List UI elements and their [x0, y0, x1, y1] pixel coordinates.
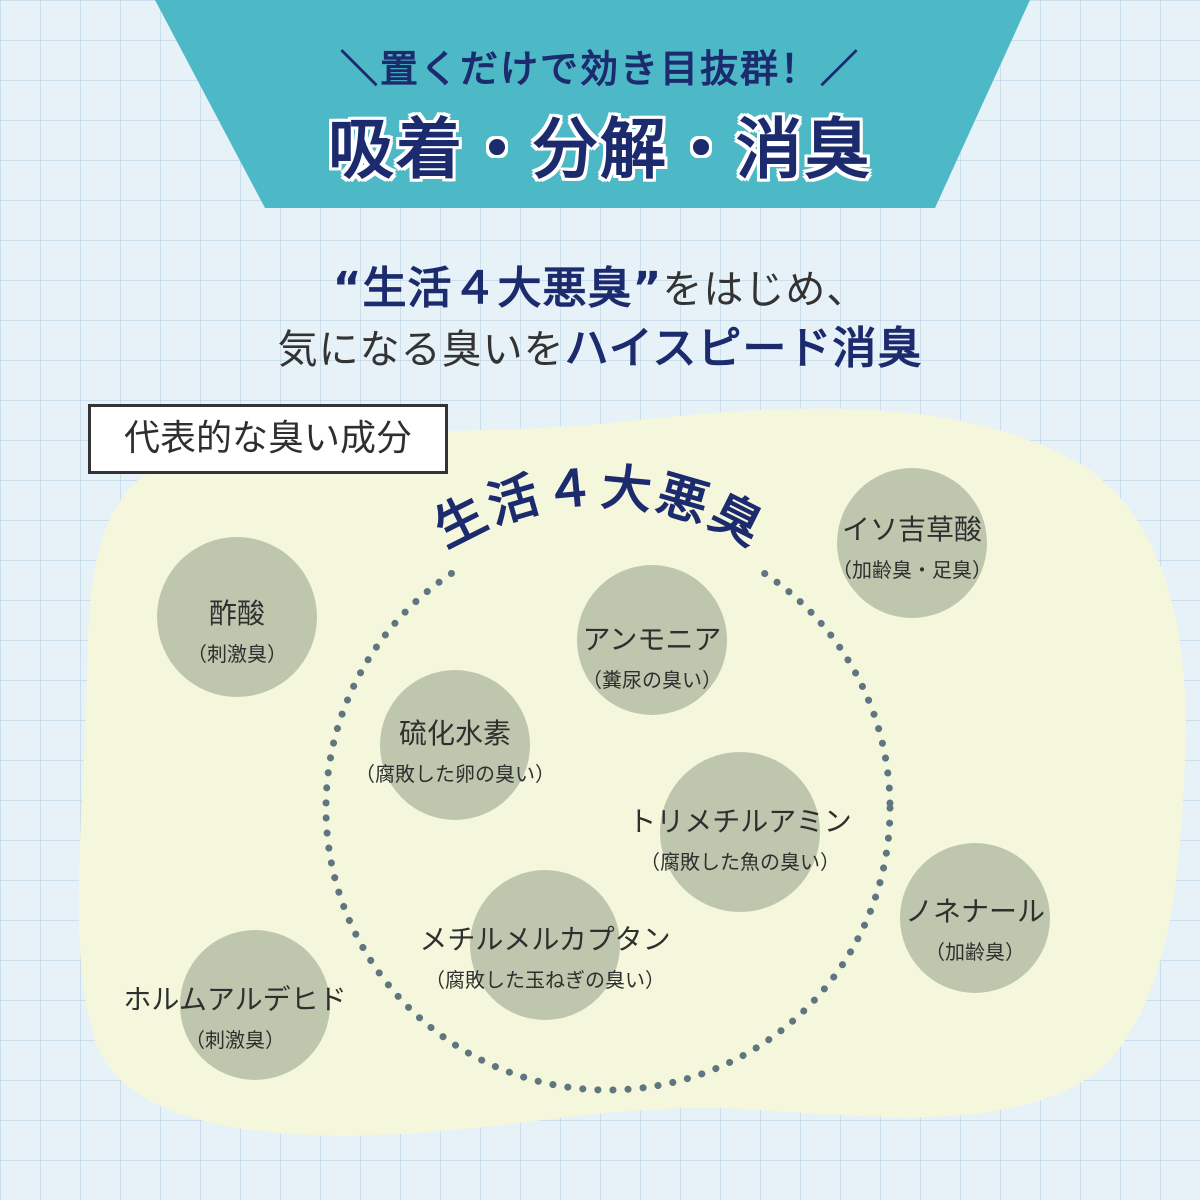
- odor-name: アンモニア: [582, 623, 722, 656]
- odor-description: （加齢臭）: [925, 940, 1025, 964]
- odor-name: トリメチルアミン: [628, 805, 852, 838]
- odor-circle-hydrogen-sulfide: [380, 670, 530, 820]
- banner-subtitle: ＼置くだけで効き目抜群！／: [339, 47, 860, 91]
- odor-name: 酢酸: [208, 597, 265, 630]
- odor-circle-nonenal: [900, 843, 1050, 993]
- odor-description: （刺激臭）: [185, 1028, 285, 1052]
- headline-text: 気になる臭いを: [277, 327, 565, 373]
- odor-description: （腐敗した魚の臭い）: [640, 850, 840, 874]
- odor-name: ノネナール: [904, 895, 1045, 928]
- banner-title: 吸着・分解・消臭: [328, 111, 872, 188]
- odor-label: ノネナール （加齢臭）: [875, 890, 1075, 965]
- odor-name: ホルムアルデヒド: [123, 983, 347, 1016]
- odor-circle-formaldehyde: [180, 930, 330, 1080]
- section-label: 代表的な臭い成分: [88, 404, 448, 474]
- headline-emphasis: “生活４大悪臭”: [332, 263, 663, 314]
- top-banner: ＼置くだけで効き目抜群！／ 吸着・分解・消臭: [0, 0, 1200, 210]
- headline-emphasis: ハイスピード消臭: [564, 323, 923, 374]
- odor-label: 硫化水素 （腐敗した卵の臭い）: [335, 712, 575, 787]
- headline-line-1: “生活４大悪臭”をはじめ、: [0, 252, 1200, 316]
- odor-name: イソ吉草酸: [841, 513, 982, 546]
- headline-text: をはじめ、: [662, 267, 868, 313]
- odor-description: （刺激臭）: [187, 642, 287, 666]
- odor-label: メチルメルカプタン （腐敗した玉ねぎの臭い）: [405, 918, 685, 993]
- odor-name: 硫化水素: [398, 717, 511, 750]
- odor-name: メチルメルカプタン: [419, 923, 671, 956]
- odor-description: （腐敗した卵の臭い）: [355, 762, 555, 786]
- odor-circle-ammonia: [577, 565, 727, 715]
- odor-circle-acetic-acid: [157, 537, 317, 697]
- odor-description: （糞尿の臭い）: [582, 668, 722, 692]
- odor-label: アンモニア （糞尿の臭い）: [552, 618, 752, 693]
- odor-label: 酢酸 （刺激臭）: [137, 592, 337, 667]
- headline-line-2: 気になる臭いをハイスピード消臭: [0, 312, 1200, 376]
- odor-circle-trimethylamine: [660, 752, 820, 912]
- odor-circle-methyl-mercaptan: [470, 870, 620, 1020]
- odor-description: （加齢臭・足臭）: [832, 558, 992, 582]
- odor-label: イソ吉草酸 （加齢臭・足臭）: [792, 508, 1032, 583]
- odor-label: トリメチルアミン （腐敗した魚の臭い）: [615, 800, 865, 875]
- odor-label: ホルムアルデヒド （刺激臭）: [110, 978, 360, 1053]
- odor-description: （腐敗した玉ねぎの臭い）: [425, 968, 665, 992]
- odor-circle-isovaleric-acid: [837, 468, 987, 618]
